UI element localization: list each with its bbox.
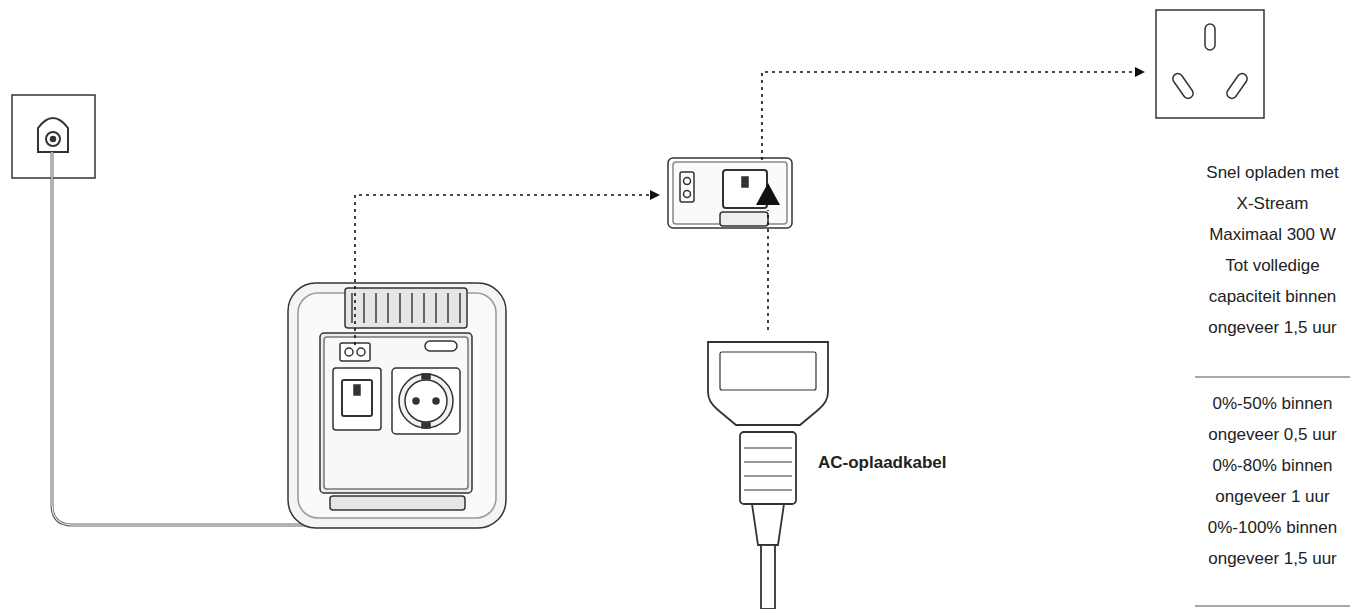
grille-slot [411,293,413,323]
divider [1195,605,1350,606]
grid-socket [1156,10,1264,118]
charge-time: 0%-50% binnen ongeveer 0,5 uur [1200,388,1345,450]
grille-slot [375,293,377,323]
grille-slot [351,293,353,323]
spec-text: Snel opladen met X-Stream Maximaal 300 W… [1200,157,1345,343]
grille-slot [387,293,389,323]
grille-slot [363,293,365,323]
cable-label: AC-oplaadkabel [818,447,946,478]
dashed-arrow [767,210,769,330]
dashed-arrow [762,72,1143,160]
grille-slot [399,293,401,323]
dashed-arrow [355,195,658,345]
divider [1195,376,1350,377]
x-stream-adapter [668,158,792,228]
grille-slot [423,293,425,323]
grille-slot [435,293,437,323]
grille-slot [447,293,449,323]
ac-plug [708,342,828,609]
power-station [288,283,506,528]
grille-slot [459,293,461,323]
charge-time: 0%-100% binnen ongeveer 1,5 uur [1200,512,1345,574]
charge-time: 0%-80% binnen ongeveer 1 uur [1200,450,1345,512]
